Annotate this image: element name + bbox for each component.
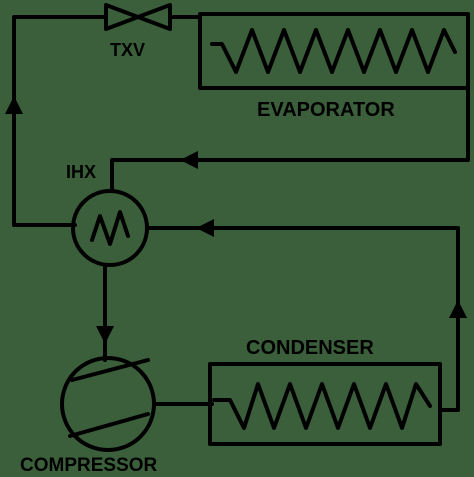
- condenser-coil-icon: [212, 382, 432, 430]
- ihx-inner-coil: [90, 210, 130, 246]
- pipe-evaporator-to-ihx: [110, 86, 470, 192]
- pipe-condenser-to-ihx: [145, 226, 460, 412]
- ihx-heat-exchanger-icon: [71, 189, 149, 267]
- compressor-inner-line-2: [68, 412, 150, 438]
- compressor-inner-line-1: [70, 358, 150, 382]
- flow-arrow-icon-left-up: [5, 96, 23, 114]
- txv-label: TXV: [110, 40, 146, 60]
- compressor-label: COMPRESSOR: [20, 455, 158, 476]
- evaporator-box: [198, 12, 470, 90]
- flow-arrow-icon-ihx-return: [180, 151, 198, 169]
- ihx-label: IHX: [66, 162, 97, 182]
- flow-arrow-icon-right-up: [449, 300, 467, 318]
- condenser-label: CONDENSER: [246, 337, 374, 359]
- flow-arrow-icon-to-compressor: [96, 326, 114, 344]
- evaporator-label: EVAPORATOR: [257, 99, 395, 121]
- pipe-ihx-to-txv: [12, 15, 108, 227]
- txv-valve-icon: [104, 3, 172, 31]
- condenser-box: [208, 362, 442, 446]
- flow-arrow-icon-right-middle: [196, 219, 214, 237]
- evaporator-coil-icon: [210, 28, 457, 74]
